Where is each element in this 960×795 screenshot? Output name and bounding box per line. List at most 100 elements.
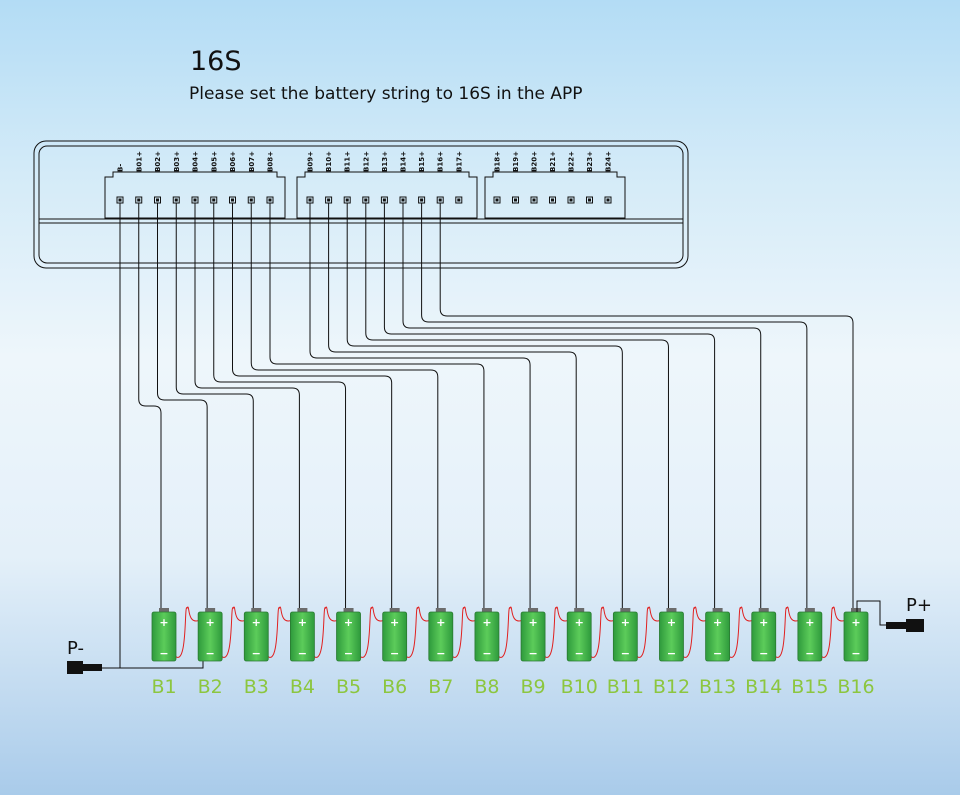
- pin-b02: B02+: [154, 151, 162, 204]
- cell-plus-icon: +: [298, 616, 307, 629]
- pin-label: B12+: [362, 151, 370, 172]
- terminal-positive-label: P+: [906, 595, 932, 616]
- pin-b15: B15+: [418, 151, 426, 204]
- sense-wires: [119, 203, 854, 669]
- terminal-positive-plug: [906, 619, 924, 632]
- pin-label: B11+: [344, 151, 352, 172]
- cell-plus-icon: +: [759, 616, 768, 629]
- pin-label: B09+: [307, 151, 315, 172]
- cell-b13: +−B13: [699, 608, 736, 698]
- cell-b16: + − B16: [837, 608, 875, 698]
- pin-b08: B08+: [266, 151, 275, 204]
- terminal-positive: P+: [856, 595, 932, 632]
- cell-minus-icon: −: [528, 647, 537, 660]
- cell-b11: +−B11: [607, 608, 644, 698]
- cell-b1: +−B1: [151, 608, 177, 698]
- cell-label: B6: [382, 676, 407, 698]
- wire-b-minus: [119, 203, 204, 669]
- pin-label: B20+: [531, 151, 539, 172]
- cell-minus-icon: −: [390, 647, 399, 660]
- cell-plus-icon: +: [159, 616, 168, 629]
- pin-b13: B13+: [380, 151, 389, 204]
- wire-b15: [421, 203, 808, 612]
- cell-label: B3: [244, 676, 269, 698]
- wire-b7: [250, 203, 439, 612]
- cell-label: B13: [699, 676, 736, 698]
- cell-b5: +−B5: [336, 608, 361, 698]
- bms-board: [33, 140, 689, 269]
- cell-b15: +−B15: [791, 608, 828, 698]
- series-link: [312, 606, 339, 658]
- cell-label: B10: [561, 676, 598, 698]
- cell-minus-icon: −: [621, 647, 630, 660]
- wire-b2: [157, 203, 208, 612]
- cell-b7: +−B7: [428, 608, 453, 698]
- cell-plus-icon: +: [621, 616, 630, 629]
- cell-plus-icon: +: [851, 616, 860, 629]
- cell-plus-icon: +: [528, 616, 537, 629]
- cell-plus-icon: +: [206, 616, 215, 629]
- series-link: [819, 606, 847, 658]
- cell-b14: +−B14: [745, 608, 782, 698]
- pin-label: B05+: [210, 151, 218, 172]
- pin-b05: B05+: [210, 151, 218, 204]
- series-link: [727, 606, 754, 658]
- cell-b10: + − B10: [561, 608, 598, 698]
- pin-label: B15+: [418, 151, 426, 172]
- wire-b9: [309, 203, 531, 612]
- pin-label: B14+: [400, 151, 408, 172]
- wire-b10: [328, 203, 577, 612]
- pin-label: B18+: [494, 151, 502, 172]
- pin-label: B21+: [549, 151, 557, 172]
- series-link: [404, 606, 431, 658]
- cell-label: B5: [336, 676, 361, 698]
- wire-b6: [232, 203, 393, 612]
- pin-b: B-: [116, 164, 125, 204]
- pin-label: B01+: [135, 151, 143, 172]
- cell-b3: +−B3: [244, 608, 269, 698]
- terminal-negative: P-: [67, 638, 121, 674]
- cell-b9: + − B9: [521, 608, 546, 698]
- cell-label: B8: [474, 676, 499, 698]
- cell-minus-icon: −: [805, 647, 814, 660]
- wire-b8: [269, 203, 485, 612]
- wire-b5: [213, 203, 347, 612]
- cell-label: B16: [837, 676, 874, 698]
- pin-label: B02+: [154, 151, 162, 172]
- pin-b14: B14+: [399, 151, 408, 204]
- pin-b11: B11+: [343, 151, 352, 204]
- pin-b16: B16+: [436, 151, 445, 204]
- cell-plus-icon: +: [390, 616, 399, 629]
- pin-b18: B18+: [493, 151, 502, 204]
- wire-b13: [383, 203, 716, 612]
- series-link: [358, 606, 385, 658]
- wire-b3: [175, 203, 254, 612]
- pin-b01: B01+: [135, 151, 143, 204]
- cell-minus-icon: −: [575, 647, 584, 660]
- pin-b17: B17+: [455, 151, 463, 204]
- pin-b06: B06+: [229, 151, 237, 204]
- cell-plus-icon: +: [344, 616, 353, 629]
- wire-b4: [194, 203, 300, 612]
- pin-b07: B07+: [247, 151, 256, 204]
- cell-label: B1: [151, 676, 176, 698]
- series-link: [265, 606, 293, 658]
- cell-label: B9: [521, 676, 546, 698]
- cell-label: B2: [198, 676, 223, 698]
- cell-minus-icon: −: [851, 647, 860, 660]
- series-link: [588, 606, 616, 658]
- cell-minus-icon: −: [436, 647, 445, 660]
- cell-plus-icon: +: [575, 616, 584, 629]
- series-link: [219, 606, 247, 658]
- wire-b14: [402, 203, 762, 612]
- cell-minus-icon: −: [298, 647, 307, 660]
- series-links: [173, 606, 847, 658]
- pin-label: B08+: [267, 151, 275, 172]
- cell-minus-icon: −: [667, 647, 676, 660]
- cell-minus-icon: −: [713, 647, 722, 660]
- cell-minus-icon: −: [252, 647, 261, 660]
- cell-minus-icon: −: [759, 647, 768, 660]
- pin-b09: B09+: [306, 151, 315, 204]
- page-title: 16S: [190, 46, 242, 77]
